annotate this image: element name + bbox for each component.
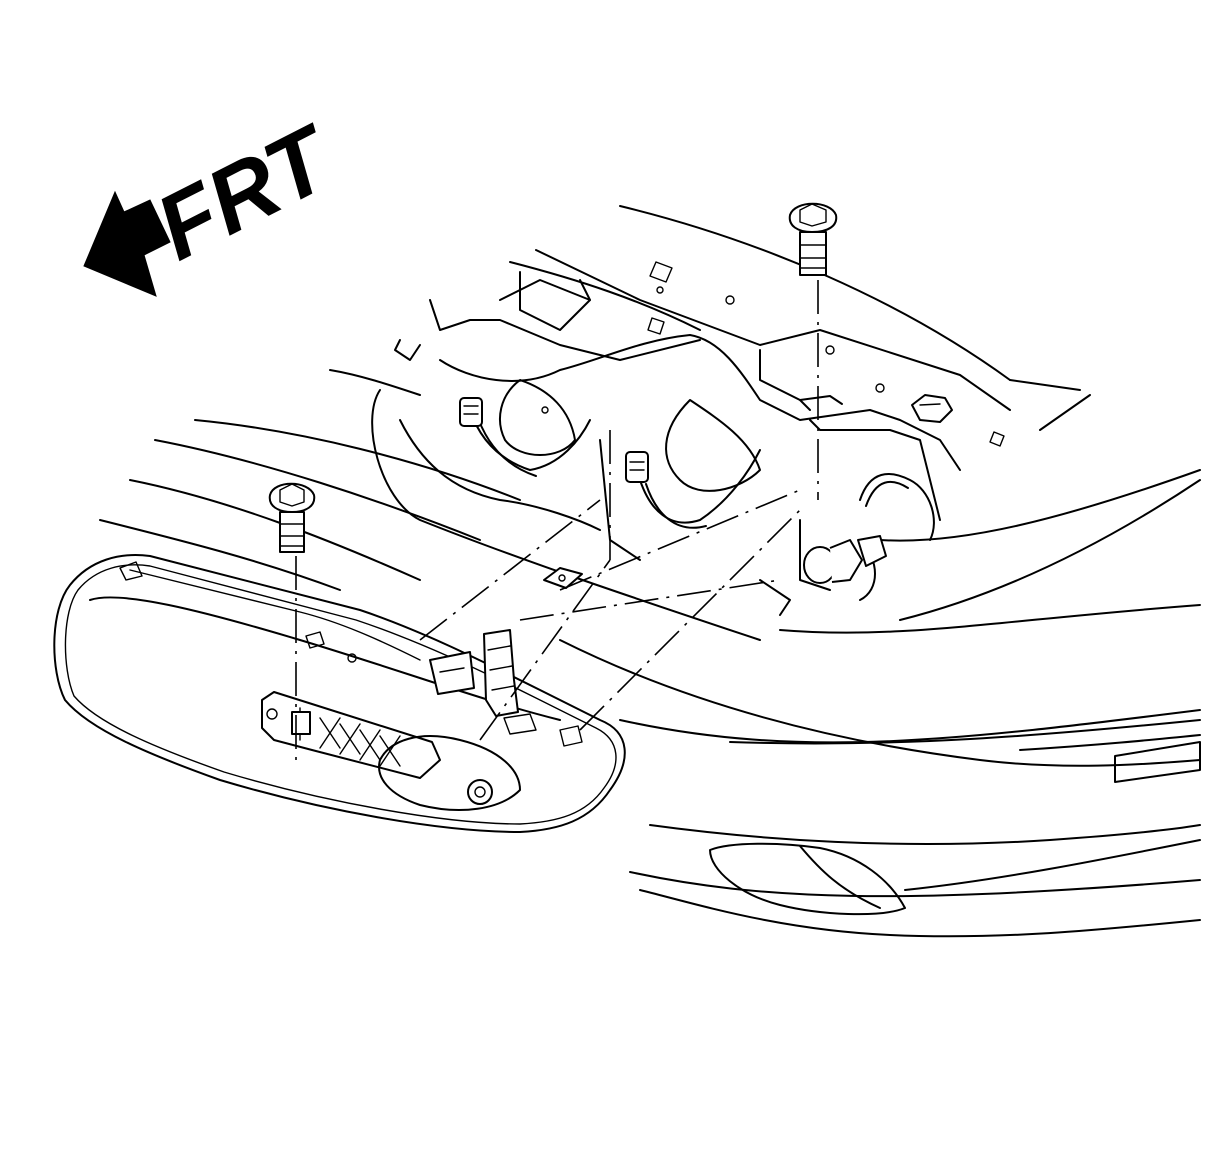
vehicle-wiring-harness [459,397,935,541]
front-direction-indicator: FRT [83,105,351,297]
arrow-front-icon [83,190,171,297]
fog-lamp-bulb-socket [803,535,887,584]
bolt-right [788,202,838,276]
radiator-support-structure [394,249,1011,616]
bolt-left [268,482,316,553]
retainer-clip [543,567,583,589]
fog-lamp-assembly [53,554,626,833]
mounting-nut [911,394,953,423]
vehicle-body-outline [99,205,1201,938]
front-label: FRT [141,105,351,279]
installation-leader-lines [295,280,819,760]
